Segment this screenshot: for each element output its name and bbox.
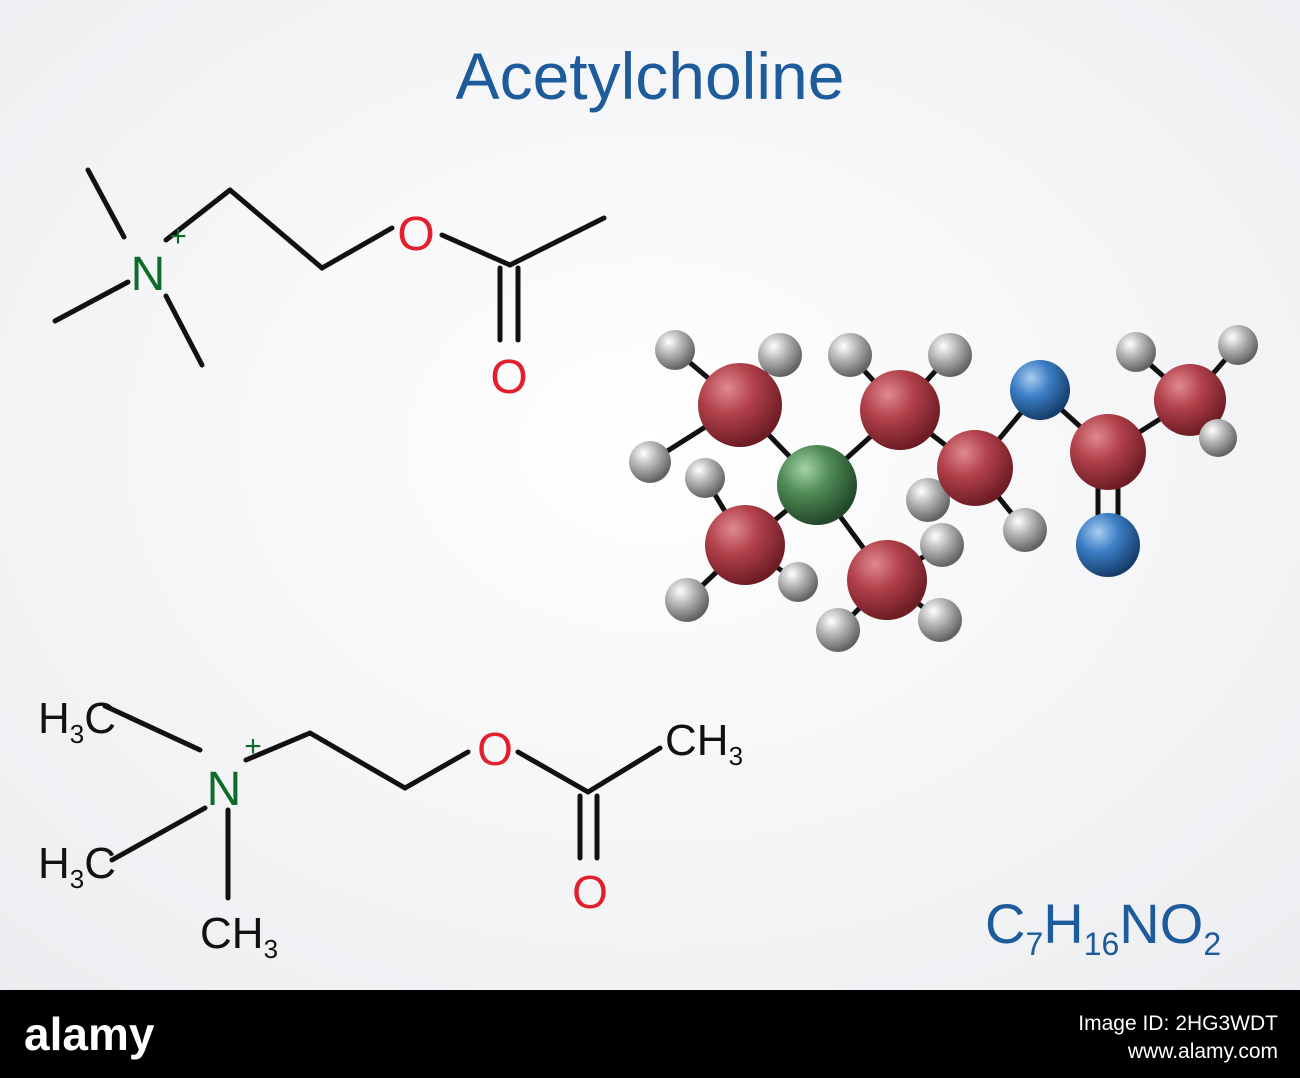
bond	[227, 187, 395, 272]
background-panel	[0, 0, 1300, 990]
page-title: Acetylcholine	[456, 39, 845, 113]
carbon-atom	[847, 540, 927, 620]
hydrogen-atom	[629, 441, 671, 483]
structural-ester-oxygen-label: O	[477, 723, 513, 775]
structural-formula: H3C H3C CH3 CH3 N + O O	[38, 694, 743, 964]
carbon-atom	[705, 505, 785, 585]
alamy-site-url[interactable]: www.alamy.com	[1127, 1040, 1278, 1063]
nitrogen-atom	[777, 445, 857, 525]
bond	[85, 167, 127, 240]
structural-nitrogen-label: N	[207, 763, 242, 816]
skeletal-ester-oxygen-label: O	[397, 208, 434, 261]
carbon-atom	[937, 430, 1013, 506]
bond	[163, 293, 205, 368]
skeletal-nitrogen-label: N	[131, 248, 166, 301]
oxygen-atom	[1076, 513, 1140, 577]
watermark-footer	[0, 990, 1300, 1078]
skeletal-carbonyl-oxygen-label: O	[490, 351, 527, 404]
bond	[515, 749, 591, 795]
hydrogen-atom	[920, 523, 964, 567]
ball-and-stick-model	[629, 325, 1258, 652]
skeletal-charge-label: +	[169, 220, 187, 253]
hydrogen-atom	[685, 458, 725, 498]
methyl-group-mid-left: H3C	[38, 839, 116, 894]
hydrogen-atom	[906, 478, 950, 522]
molecular-formula: C7H16NO2	[985, 892, 1221, 962]
oxygen-atom	[1010, 360, 1070, 420]
carbon-atom	[860, 370, 940, 450]
hydrogen-atom	[1116, 332, 1156, 372]
methyl-group-top-left: H3C	[38, 694, 116, 749]
hydrogen-atom	[665, 578, 709, 622]
hydrogen-atom	[1003, 508, 1047, 552]
bond	[163, 187, 233, 243]
hydrogen-atom	[655, 330, 695, 370]
structural-carbonyl-oxygen-label: O	[572, 866, 608, 918]
carbon-atom	[1070, 414, 1146, 490]
hydrogen-atom	[816, 608, 860, 652]
bond	[102, 703, 203, 753]
hydrogen-atom	[918, 598, 962, 642]
bond	[585, 745, 663, 795]
skeletal-formula: N + O O	[52, 167, 607, 404]
structural-charge-label: +	[244, 730, 262, 763]
carbon-atom	[1154, 364, 1226, 436]
hydrogen-atom	[778, 562, 818, 602]
methyl-group-right: CH3	[665, 716, 743, 771]
carbon-atom	[698, 363, 782, 447]
bond	[307, 730, 471, 791]
alamy-logo: alamy	[24, 1008, 155, 1060]
bond	[507, 215, 607, 268]
methyl-group-bottom: CH3	[200, 909, 278, 964]
hydrogen-atom	[758, 333, 802, 377]
hydrogen-atom	[1199, 419, 1237, 457]
bond	[439, 232, 513, 268]
bond	[52, 279, 131, 324]
image-id-label: Image ID:2HG3WDT	[1078, 1012, 1278, 1035]
hydrogen-atom	[928, 333, 972, 377]
bond	[243, 730, 313, 763]
hydrogen-atom	[828, 333, 872, 377]
bond	[109, 805, 208, 863]
hydrogen-atom	[1218, 325, 1258, 365]
